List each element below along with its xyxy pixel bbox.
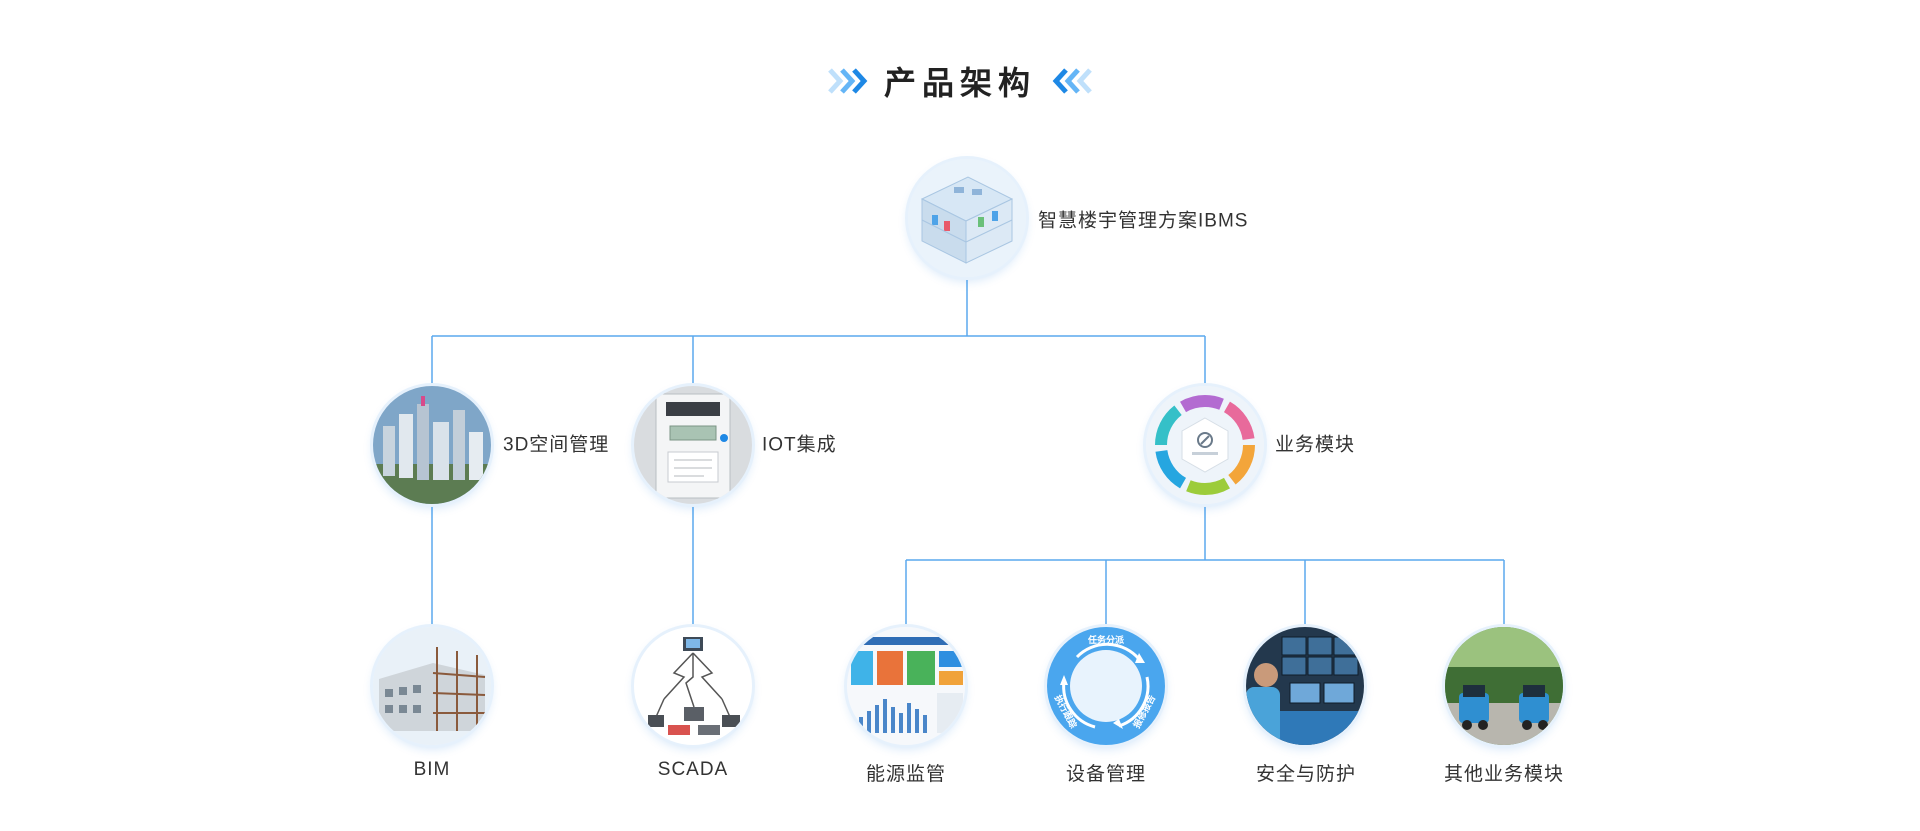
chevron-right-double-icon: [828, 68, 868, 94]
city-3d-icon: [373, 386, 491, 504]
electric-meter-icon: [634, 386, 752, 504]
node-3d-space[interactable]: [373, 386, 491, 504]
device-cycle-icon: 任务分派 报修报告 执行跟踪: [1047, 627, 1165, 745]
label-business: 业务模块: [1275, 434, 1356, 456]
title-bar: 产品架构: [0, 56, 1920, 106]
node-security[interactable]: [1246, 627, 1364, 745]
label-ibms: 智慧楼宇管理方案IBMS: [1038, 210, 1249, 232]
label-energy: 能源监管: [865, 764, 947, 785]
label-other: 其他业务模块: [1443, 764, 1565, 785]
construction-building-icon: [373, 627, 491, 745]
label-iot: IOT集成: [762, 434, 837, 456]
node-bim[interactable]: [373, 627, 491, 745]
node-other[interactable]: [1445, 627, 1563, 745]
node-iot[interactable]: [634, 386, 752, 504]
isometric-building-icon: [908, 159, 1026, 277]
label-device: 设备管理: [1065, 764, 1147, 785]
module-ring-icon: [1146, 386, 1264, 504]
node-energy[interactable]: [847, 627, 965, 745]
node-business[interactable]: [1146, 386, 1264, 504]
node-device[interactable]: 任务分派 报修报告 执行跟踪: [1047, 627, 1165, 745]
cycle-step-assign: 任务分派: [1087, 634, 1125, 646]
label-bim: BIM: [413, 759, 451, 780]
monitoring-room-icon: [1246, 627, 1364, 745]
label-3d-space: 3D空间管理: [503, 434, 610, 456]
label-scada: SCADA: [657, 759, 729, 780]
node-ibms[interactable]: [908, 159, 1026, 277]
node-scada[interactable]: [634, 627, 752, 745]
chevron-left-double-icon: [1052, 68, 1092, 94]
network-topology-icon: [634, 627, 752, 745]
cleaning-machine-icon: [1445, 627, 1563, 745]
energy-dashboard-icon: [847, 627, 965, 745]
page-title: 产品架构: [883, 65, 1036, 101]
label-security: 安全与防护: [1255, 764, 1357, 785]
